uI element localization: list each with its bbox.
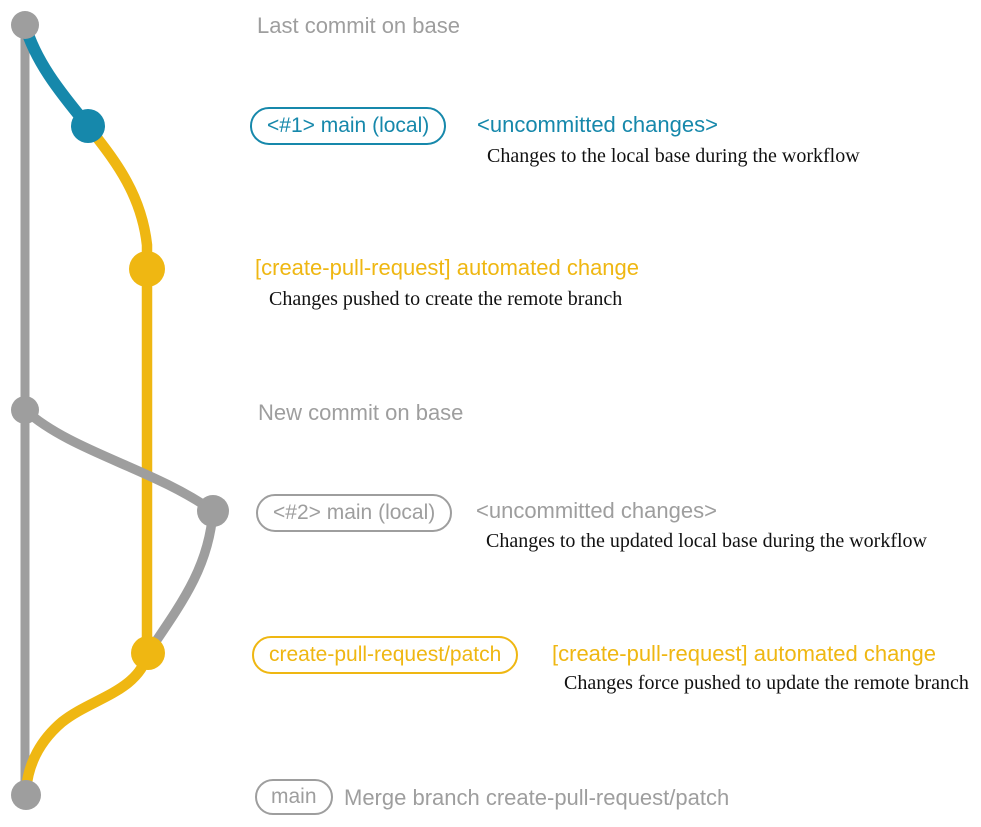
branch-badge-create-pull-request-patch: create-pull-request/patch bbox=[252, 636, 519, 674]
commit-message-merge: Merge branch create-pull-request/patch bbox=[344, 785, 730, 810]
annotation-note-1: Changes to the local base during the wor… bbox=[487, 145, 860, 167]
local-branch-out-line bbox=[19, 19, 94, 132]
annotation-note-4: Changes force pushed to update the remot… bbox=[564, 672, 969, 694]
branch-badge-main: main bbox=[255, 779, 333, 815]
commit-message-new-base: New commit on base bbox=[258, 400, 464, 425]
remote-merge-line bbox=[20, 647, 154, 797]
commit-message-last-base: Last commit on base bbox=[257, 13, 460, 38]
commit-dot-local-1 bbox=[71, 109, 105, 143]
local-branch-2-out-line bbox=[20, 405, 218, 516]
branch-badge-main-local-1: <#1> main (local) bbox=[250, 107, 447, 145]
commit-dot-remote-2 bbox=[131, 636, 165, 670]
commit-dot-local-2 bbox=[197, 495, 229, 527]
annotation-note-3: Changes to the updated local base during… bbox=[486, 530, 927, 552]
commit-dot-merge bbox=[11, 780, 41, 810]
annotation-note-2: Changes pushed to create the remote bran… bbox=[269, 288, 623, 310]
remote-branch-line bbox=[82, 120, 153, 659]
local-branch-2-rebase-line bbox=[145, 506, 218, 655]
commit-dot-base-new bbox=[11, 396, 39, 424]
commit-message-automated-2: [create-pull-request] automated change bbox=[552, 641, 937, 666]
commit-message-automated-1: [create-pull-request] automated change bbox=[255, 255, 640, 280]
commit-dot-base-last bbox=[11, 11, 39, 39]
status-uncommitted-1: <uncommitted changes> bbox=[477, 112, 718, 137]
commit-dot-remote-1 bbox=[129, 251, 165, 287]
status-uncommitted-2: <uncommitted changes> bbox=[476, 498, 717, 523]
branch-badge-main-local-2: <#2> main (local) bbox=[256, 494, 453, 532]
